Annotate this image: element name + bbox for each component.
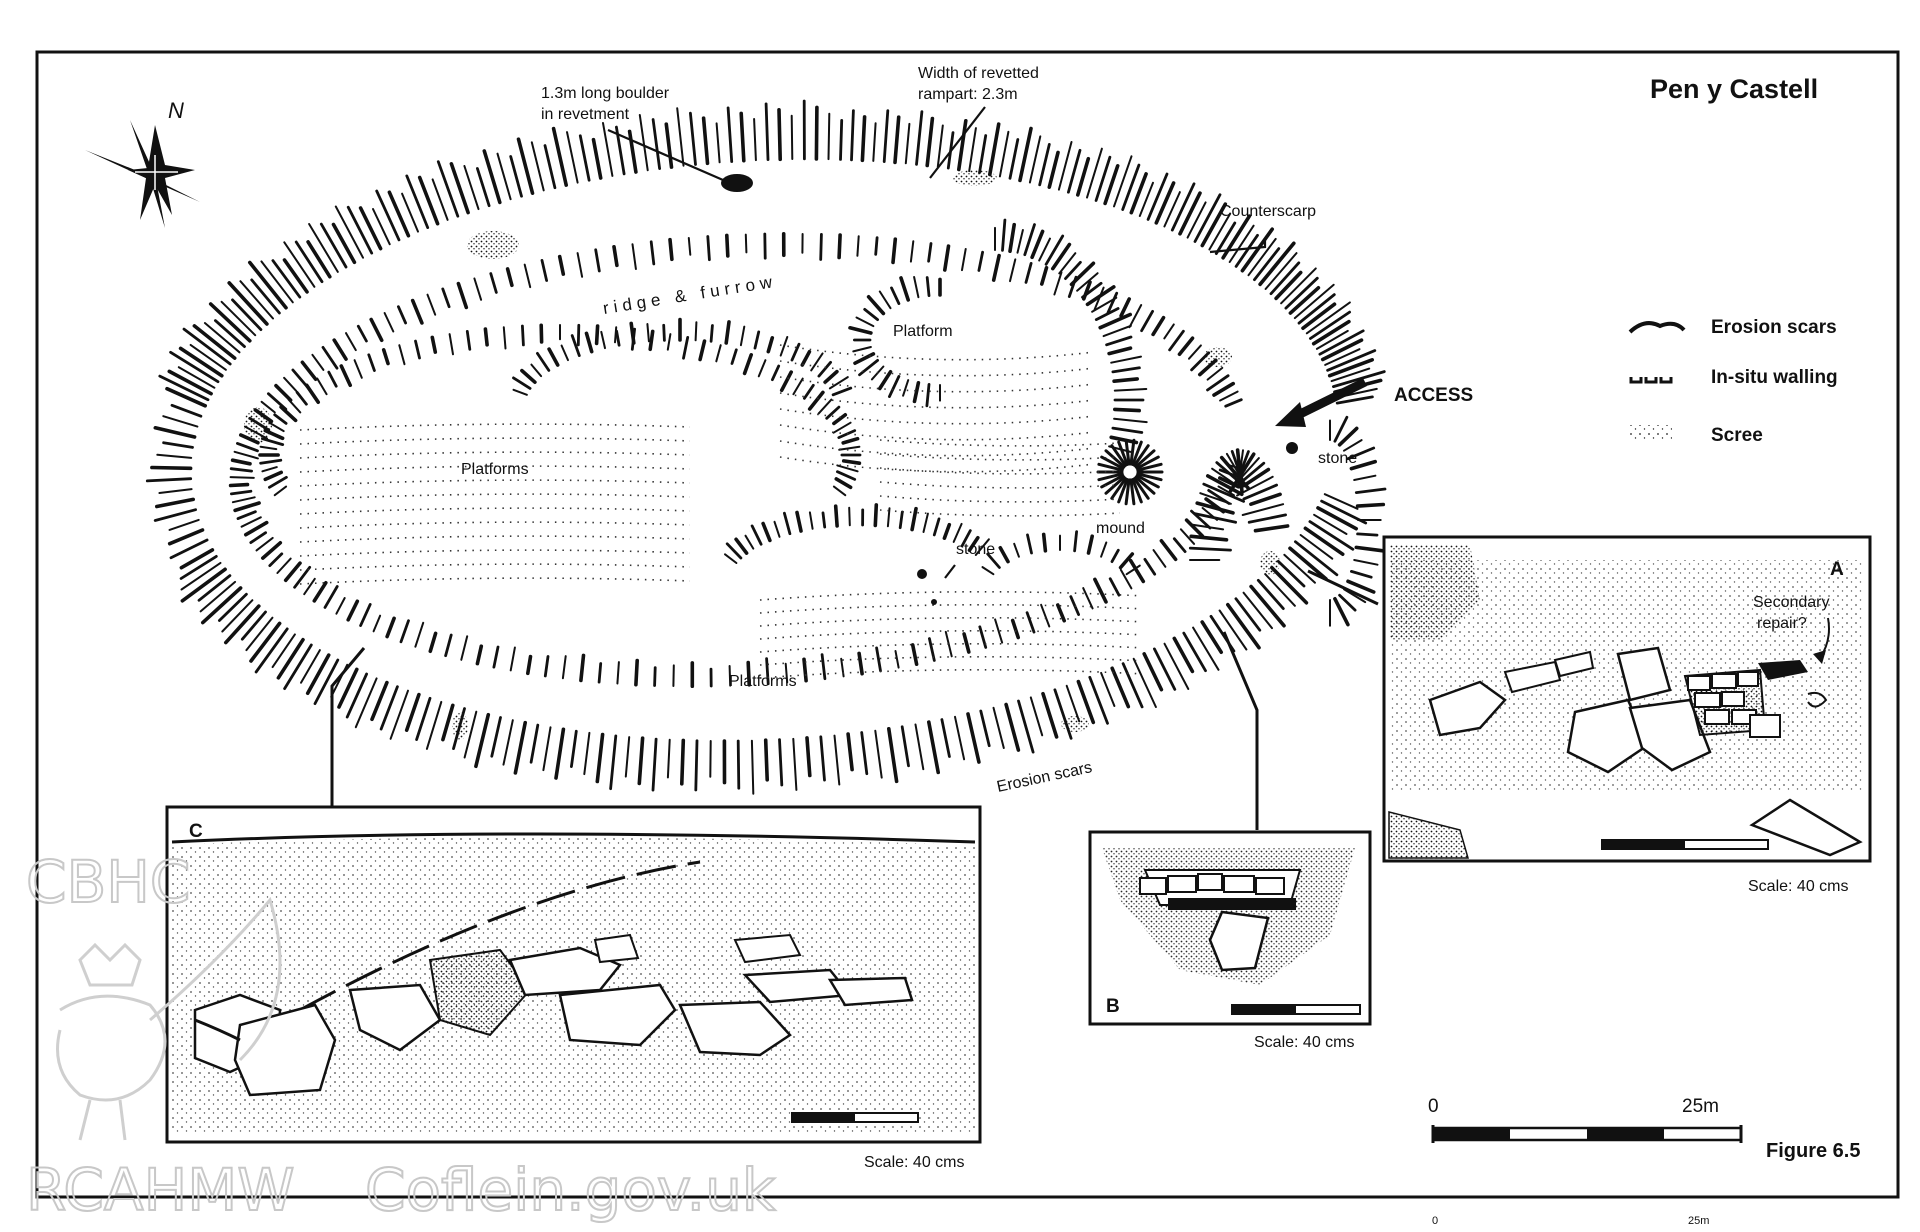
rampart-label-line2: rampart: 2.3m <box>918 86 1018 103</box>
stone-access-label: stone <box>1318 450 1357 467</box>
legend-walling-label: In-situ walling <box>1711 367 1838 388</box>
watermark: CBHC RCAHMW Coflein.gov.uk <box>25 847 777 1225</box>
scree-patches <box>244 170 1280 740</box>
inset-c-letter: C <box>189 821 203 842</box>
legend-erosion-symbol <box>1628 321 1686 334</box>
counterscarp-label: Counterscarp <box>1220 203 1316 220</box>
figure-title: Pen y Castell <box>1650 74 1818 104</box>
inset-b-scale-label: Scale: 40 cms <box>1254 1034 1354 1051</box>
access-arrow-icon <box>1275 377 1367 427</box>
boulder-marker <box>721 174 753 192</box>
inset-a-scale-label: Scale: 40 cms <box>1748 878 1848 895</box>
access-label: ACCESS <box>1394 385 1473 406</box>
leader-lines <box>607 106 1267 579</box>
ghost-scale-start: 0 <box>1432 1215 1438 1227</box>
site-plan-hachures <box>145 99 1387 795</box>
svg-text:N: N <box>168 98 184 123</box>
boulder-label-line1: 1.3m long boulder <box>541 85 670 102</box>
stone-marker-center <box>917 569 927 579</box>
legend-scree-label: Scree <box>1711 425 1763 446</box>
inset-c-scale-label: Scale: 40 cms <box>864 1154 964 1171</box>
inset-c: C <box>165 805 982 1144</box>
platforms-s-label: Platforms <box>729 673 797 690</box>
scale-bar-start: 0 <box>1428 1096 1439 1117</box>
north-arrow-icon: N <box>85 98 200 228</box>
legend-erosion-label: Erosion scars <box>1711 317 1837 338</box>
scale-bar-end: 25m <box>1682 1096 1719 1117</box>
dragon-emblem-icon <box>56 896 282 1141</box>
platform-ne-label: Platform <box>893 323 953 340</box>
mound-label: mound <box>1096 520 1145 537</box>
inset-b-letter: B <box>1106 996 1120 1017</box>
inset-a-scale-bar <box>1601 839 1769 850</box>
main-scale-bar <box>1431 1125 1743 1143</box>
boulder-label-line2: in revetment <box>541 106 630 123</box>
ridge-furrow-label: ridge & furrow <box>602 272 779 318</box>
platforms-w-label: Platforms <box>461 461 529 478</box>
site-plan-dotted-lines <box>299 344 1141 679</box>
stone-marker-access <box>1286 442 1298 454</box>
figure-number: Figure 6.5 <box>1766 1140 1860 1162</box>
inset-a: A Secondary repair? <box>1382 535 1872 863</box>
watermark-cbhc: CBHC <box>26 848 190 916</box>
legend: Erosion scars In-situ walling Scree <box>1628 317 1838 446</box>
figure-frame <box>35 50 1900 1199</box>
stone-marker-small <box>931 599 937 605</box>
inset-c-scale-bar <box>791 1112 919 1123</box>
inset-a-note-line2: repair? <box>1757 615 1807 632</box>
ghost-scale-end: 25m <box>1688 1215 1709 1227</box>
erosion-scars-label: Erosion scars <box>995 759 1093 796</box>
legend-walling-symbol <box>1629 377 1673 384</box>
legend-scree-symbol <box>1630 425 1672 442</box>
rampart-label-line1: Width of revetted <box>918 65 1039 82</box>
watermark-site: Coflein.gov.uk <box>365 1156 776 1224</box>
inset-connectors <box>330 569 1379 830</box>
inset-b: B <box>1088 830 1372 1026</box>
inset-b-scale-bar <box>1231 1004 1361 1015</box>
stone-center-label: stone <box>956 541 995 558</box>
inset-a-note-line1: Secondary <box>1753 594 1830 611</box>
watermark-rcahmw: RCAHMW <box>26 1156 295 1224</box>
inset-a-letter: A <box>1830 559 1844 580</box>
